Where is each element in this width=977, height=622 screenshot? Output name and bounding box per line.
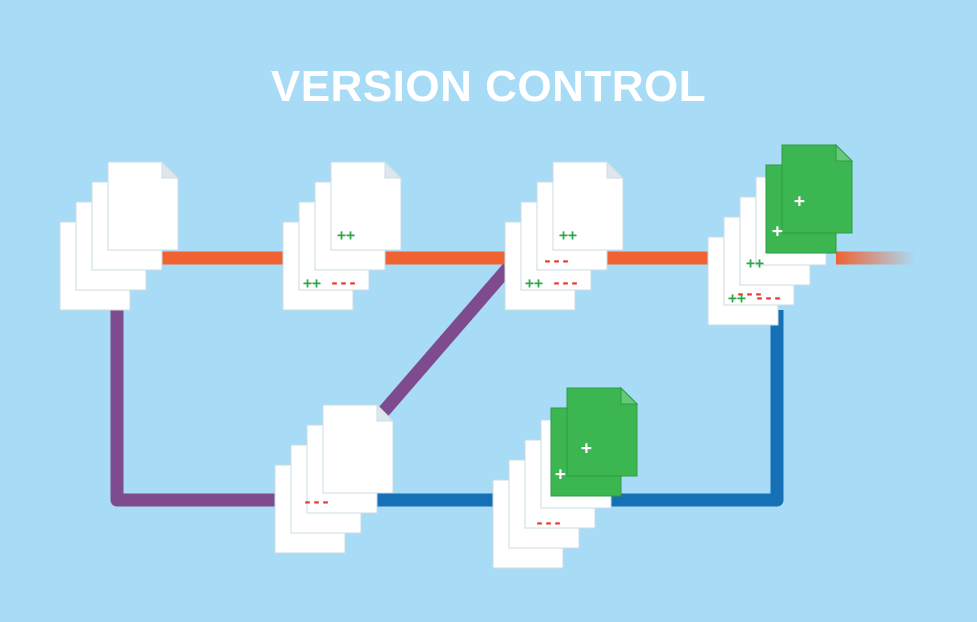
document-page: [330, 161, 402, 251]
document-page: [566, 387, 638, 477]
removed-lines-mark: ---: [303, 493, 330, 511]
document-page: [781, 144, 853, 234]
page-fold: [835, 143, 854, 162]
new-file-plus-mark: +: [581, 438, 592, 459]
added-lines-mark: ++: [746, 254, 764, 272]
page-title: VERSION CONTROL: [270, 62, 707, 111]
added-lines-mark: ++: [303, 274, 321, 292]
added-lines-mark: ++: [559, 226, 577, 244]
page-fold: [384, 160, 403, 179]
added-lines-mark: ++: [525, 274, 543, 292]
commit-stack-commit-1: [59, 160, 180, 311]
new-file-plus-mark: +: [555, 464, 566, 485]
main-branch-fade-line: [836, 251, 916, 265]
removed-lines-mark: ---: [543, 252, 570, 270]
document-page: [107, 161, 179, 251]
commit-stack-branch-commit-2: + + ---: [492, 386, 639, 569]
added-lines-mark: ++: [337, 226, 355, 244]
commit-stack-branch-commit-1: ---: [274, 403, 395, 554]
feature-branch-line: [610, 310, 784, 507]
removed-lines-mark: ---: [755, 289, 782, 307]
page-fold: [376, 403, 395, 422]
removed-lines-mark: ---: [330, 274, 357, 292]
removed-lines-mark: ---: [736, 285, 763, 303]
commit-stack-commit-2: ++ ++ ---: [282, 160, 403, 311]
removed-lines-mark: ---: [535, 514, 562, 532]
document-page: [322, 404, 394, 494]
commit-stack-commit-3: ++---++---: [504, 160, 625, 311]
merge-branch-line: [110, 300, 285, 507]
document-page: [552, 161, 624, 251]
commit-stack-commit-4: ++++---++---: [707, 143, 854, 326]
added-lines-mark: ++: [728, 289, 746, 307]
removed-lines-mark: ---: [552, 274, 579, 292]
commit-stacks: ++++---++---++---++++---++------++---: [59, 143, 854, 569]
page-fold: [161, 160, 180, 179]
merge-branch-line: [373, 263, 513, 423]
new-file-plus-mark: +: [772, 221, 783, 242]
page-fold: [620, 386, 639, 405]
page-fold: [606, 160, 625, 179]
branch-lines: [110, 251, 916, 507]
new-file-plus-mark: +: [794, 191, 805, 212]
